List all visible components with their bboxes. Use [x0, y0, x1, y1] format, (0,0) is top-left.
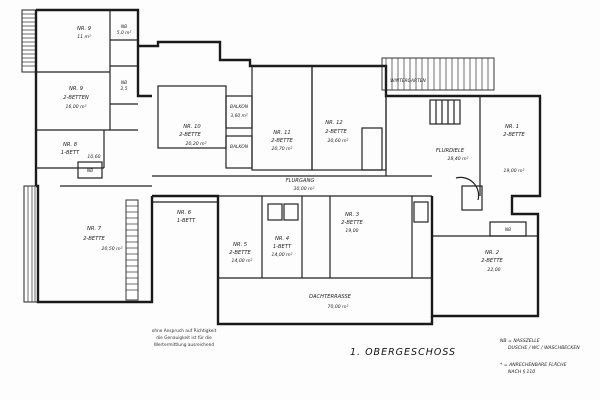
room-nr1-area: 19,00 m²	[504, 168, 525, 174]
room-nr10-name: NR. 10	[183, 124, 201, 130]
room-nr3-area: 19,00	[345, 228, 358, 234]
disclaimer-line-1: ohne Anspruch auf Richtigkeit	[152, 328, 217, 334]
room-nr7-area: 20,50 m²	[102, 246, 123, 252]
room-nr6-sub: 1-BETT	[177, 218, 196, 224]
room-nb-c-name: NB	[87, 168, 93, 174]
room-balkon-top-area: 3,60 m²	[230, 113, 247, 119]
room-nr2-area: 22,00	[487, 267, 500, 273]
room-flurdiele-area: 28,40 m²	[448, 156, 469, 162]
room-nr12-name: NR. 12	[325, 120, 342, 126]
room-nb-b-area: 2,5	[121, 86, 128, 92]
room-nb-a-name: NB	[121, 24, 127, 30]
room-nr3-name: NR. 3	[345, 212, 359, 218]
legend-line-3: * = ANRECHENBARE FLÄCHE	[500, 361, 567, 368]
exterior-walls	[34, 8, 542, 326]
room-nr5-sub: 2-BETTE	[229, 250, 251, 256]
legend-line-2: DUSCHE / WC / WASCHBECKEN	[508, 345, 580, 351]
room-nr6-name: NR. 6	[177, 210, 192, 216]
room-nr9-lower-name: NR. 9	[69, 86, 83, 92]
room-nr3-sub: 2-BETTE	[341, 220, 363, 226]
room-nr9-lower-area: 16,00 m²	[66, 104, 87, 110]
disclaimer-line-2: die Genauigkeit ist für die	[156, 335, 212, 341]
room-nr7-sub: 2-BETTE	[83, 236, 105, 242]
room-nr11-area: 20,70 m²	[272, 146, 293, 152]
room-nb-a-area: 5,0 m²	[117, 30, 132, 36]
balcony-hatching-left	[21, 9, 139, 303]
disclaimer-note: ohne Anspruch auf Richtigkeit die Genaui…	[152, 328, 217, 348]
room-flurdiele-name: FLURDIELE	[436, 148, 465, 154]
room-nr11-name: NR. 11	[273, 130, 290, 136]
interior-walls	[36, 10, 538, 279]
room-labels: NR. 9 11 m² NB 5,0 m² NR. 9 2-BETTEN 16,…	[61, 24, 526, 310]
room-nr12-area: 20,60 m²	[328, 138, 349, 144]
room-nb-b-name: NB	[121, 80, 127, 86]
room-nr8-area: 10,60	[87, 154, 100, 160]
room-flur-area: 30,00 m²	[294, 186, 315, 192]
room-nr4-name: NR. 4	[275, 236, 289, 242]
room-nr1-sub: 2-BETTE	[503, 132, 525, 138]
room-nr10-area: 20,20 m²	[186, 141, 207, 147]
terrace-hatching	[381, 57, 495, 91]
room-nr5-area: 14,00 m²	[232, 258, 253, 264]
room-nr4-sub: 1-BETT	[273, 244, 292, 250]
room-nr9-lower-sub: 2-BETTEN	[63, 95, 89, 101]
room-nr9-top-name: NR. 9	[77, 26, 91, 32]
room-nr8-sub: 1-BETT	[61, 150, 80, 156]
room-nr7-name: NR. 7	[87, 226, 102, 232]
room-nr2-name: NR. 2	[485, 250, 499, 256]
room-nb-d-name: NB	[505, 227, 511, 233]
room-dachterrasse-name: DACHTERRASSE	[309, 294, 352, 300]
room-balkon-top-name: BALKON	[230, 104, 249, 110]
legend-line-4: NACH § 110	[508, 369, 535, 375]
room-balkon-bottom-name: BALKON	[230, 144, 249, 150]
room-terrace-name: WINTERGARTEN	[390, 78, 426, 84]
legend-line-1: NB = NASSZELLE	[500, 338, 540, 344]
room-nr2-sub: 2-BETTE	[481, 258, 503, 264]
room-nr4-area: 14,00 m²	[272, 252, 293, 258]
disclaimer-line-3: Wertermittlung ausreichend	[154, 342, 214, 348]
floor-title: 1. OBERGESCHOSS	[350, 347, 456, 358]
room-nr9-top-area: 11 m²	[77, 34, 91, 40]
room-nr12-sub: 2-BETTE	[325, 129, 347, 135]
room-nr11-sub: 2-BETTE	[271, 138, 293, 144]
room-nr10-sub: 2-BETTE	[179, 132, 201, 138]
room-nr5-name: NR. 5	[233, 242, 248, 248]
legend: NB = NASSZELLE DUSCHE / WC / WASCHBECKEN…	[500, 338, 580, 375]
room-dachterrasse-area: 70,00 m²	[328, 304, 349, 310]
room-nr8-name: NR. 8	[63, 142, 78, 148]
room-nr1-name: NR. 1	[505, 124, 519, 130]
room-flur-name: FLURGANG	[286, 178, 315, 184]
